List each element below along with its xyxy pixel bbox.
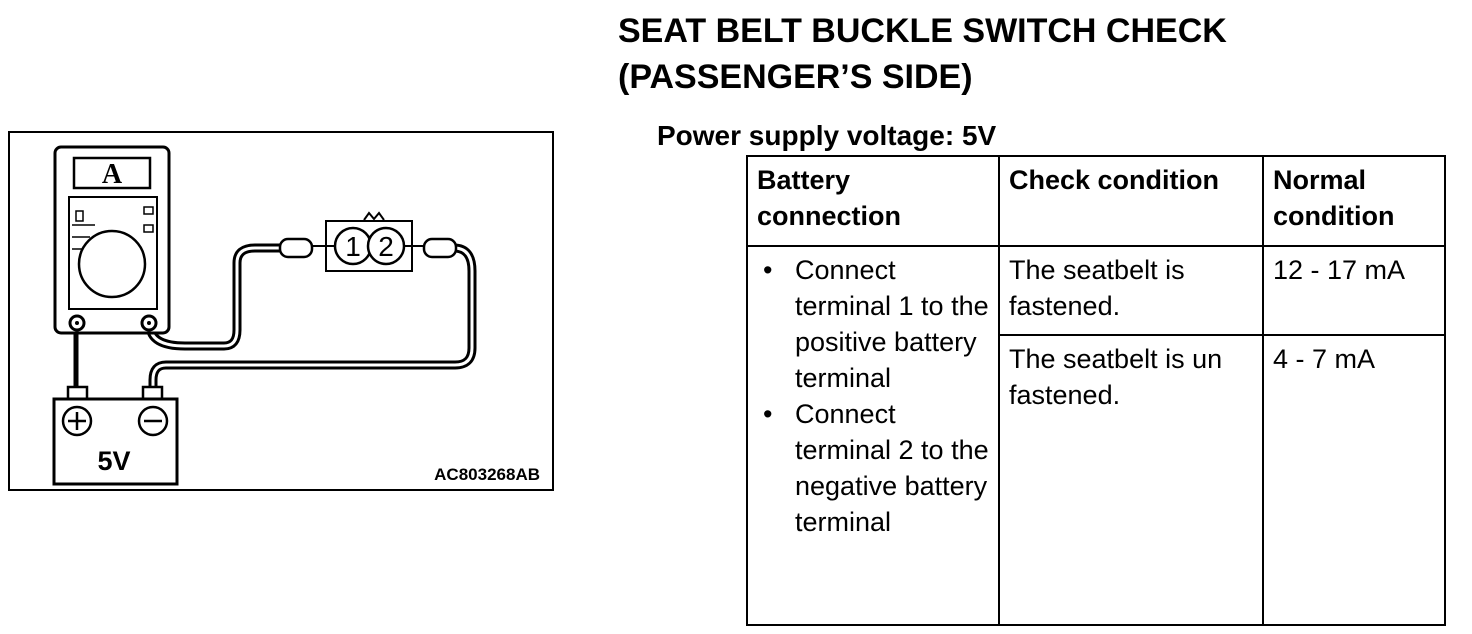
check-condition-unfastened: The seatbelt is un fastened.: [998, 334, 1264, 626]
probe-left: [278, 237, 314, 259]
battery-voltage-label: 5V: [97, 446, 130, 476]
header-normal-condition: Normal condition: [1262, 155, 1446, 247]
wire-connector-to-battery-negative: [148, 243, 477, 390]
connection-steps: Connect terminal 1 to the positive batte…: [757, 252, 989, 540]
figure-code: AC803268AB: [434, 465, 540, 484]
terminal-2-label: 2: [378, 231, 394, 262]
battery-connection-cell: Connect terminal 1 to the positive batte…: [746, 245, 1000, 626]
terminal-1-label: 1: [345, 231, 361, 262]
page-title: SEAT BELT BUCKLE SWITCH CHECK (PASSENGER…: [618, 8, 1227, 100]
connector-lock-mark: [363, 211, 385, 221]
ammeter-dial-icon: [77, 229, 147, 299]
table-header-row: Battery connection Check condition Norma…: [746, 155, 1446, 247]
page-title-line-1: SEAT BELT BUCKLE SWITCH CHECK: [618, 12, 1227, 50]
table-row: The seatbelt is un fastened. 4 - 7 mA: [747, 334, 1446, 626]
battery-negative-post: [141, 385, 164, 401]
supply-voltage-label: Power supply voltage: 5V: [657, 120, 997, 151]
check-table: Battery connection Check condition Norma…: [746, 155, 1446, 626]
connection-step-1: Connect terminal 1 to the positive batte…: [763, 252, 989, 396]
probe-right: [422, 237, 458, 259]
header-battery-connection: Battery connection: [746, 155, 1000, 247]
ammeter-label: A: [102, 159, 123, 190]
ammeter-display: [72, 156, 152, 190]
table-row: Connect terminal 1 to the positive batte…: [746, 245, 1446, 626]
battery-positive-post: [66, 385, 89, 401]
normal-condition-unfastened: 4 - 7 mA: [1262, 334, 1446, 626]
connection-step-2: Connect terminal 2 to the negative batte…: [763, 396, 989, 540]
normal-condition-fastened: 12 - 17 mA: [1262, 245, 1446, 336]
wiring-diagram-drawing: A 1 2 5V: [52, 145, 477, 486]
check-condition-fastened: The seatbelt is fastened.: [998, 245, 1264, 336]
header-check-condition: Check condition: [998, 155, 1264, 247]
page-title-line-2: (PASSENGER’S SIDE): [618, 58, 973, 96]
wiring-diagram: A 1 2 5V AC803268AB: [8, 131, 554, 491]
